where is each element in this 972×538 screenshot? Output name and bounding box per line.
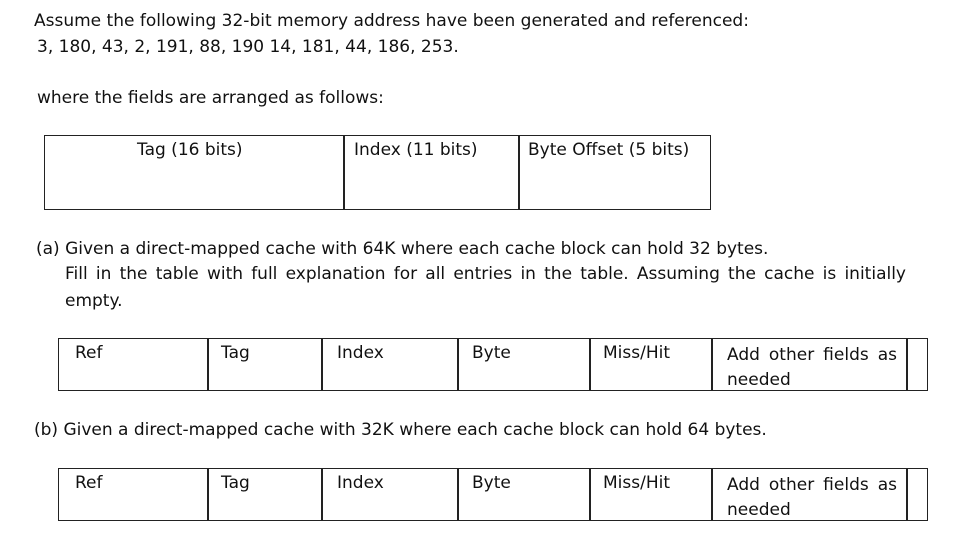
part-a-line-2: Fill in the table with full explanation …	[65, 264, 906, 284]
table-b: Ref Tag Index Byte Miss/Hit Add other fi…	[58, 468, 928, 521]
header-tag: Tag	[221, 473, 250, 493]
tag-field-cell: Tag (16 bits)	[45, 136, 343, 209]
header-ref: Ref	[75, 343, 103, 363]
header-byte: Byte	[472, 473, 511, 493]
table-a: Ref Tag Index Byte Miss/Hit Add other fi…	[58, 338, 928, 391]
address-list: 3, 180, 43, 2, 191, 88, 190 14, 181, 44,…	[37, 37, 459, 57]
intro-line-1: Assume the following 32-bit memory addre…	[34, 11, 749, 31]
offset-field-cell: Byte Offset (5 bits)	[520, 136, 710, 209]
header-byte: Byte	[472, 343, 511, 363]
part-a-line-3: empty.	[65, 291, 123, 311]
fields-intro: where the fields are arranged as follows…	[37, 88, 384, 108]
header-miss-hit: Miss/Hit	[603, 473, 671, 493]
header-other-fields: Add other fields as needed	[727, 345, 897, 390]
header-index: Index	[337, 343, 384, 363]
tag-field-label: Tag (16 bits)	[137, 140, 243, 160]
part-a-line-1: (a) Given a direct-mapped cache with 64K…	[36, 239, 769, 259]
header-other-fields: Add other fields as needed	[727, 475, 897, 520]
offset-field-label: Byte Offset (5 bits)	[528, 140, 690, 160]
part-b-line-1: (b) Given a direct-mapped cache with 32K…	[34, 420, 767, 440]
header-tag: Tag	[221, 343, 250, 363]
header-ref: Ref	[75, 473, 103, 493]
index-field-cell: Index (11 bits)	[345, 136, 519, 209]
header-index: Index	[337, 473, 384, 493]
address-field-diagram: Tag (16 bits) Index (11 bits) Byte Offse…	[44, 135, 711, 210]
header-miss-hit: Miss/Hit	[603, 343, 671, 363]
index-field-label: Index (11 bits)	[354, 140, 478, 160]
